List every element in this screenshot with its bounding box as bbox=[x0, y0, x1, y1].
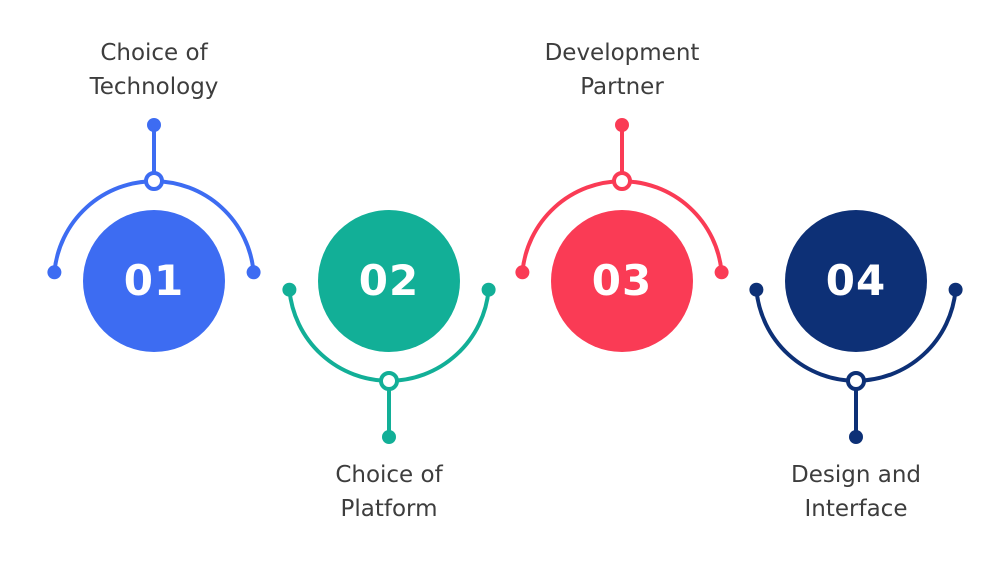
step-label: Design and Interface bbox=[739, 458, 973, 526]
step-number: 03 bbox=[591, 256, 653, 305]
arc-end-dot-left bbox=[282, 282, 297, 297]
step-label-line-2: Interface bbox=[804, 496, 908, 522]
stem-end-dot bbox=[382, 430, 396, 444]
arc-end-dot-left bbox=[515, 265, 530, 280]
stem-end-dot bbox=[615, 118, 629, 132]
step-circle: 04 bbox=[785, 210, 927, 352]
step-number: 02 bbox=[358, 256, 420, 305]
connector-ring bbox=[612, 171, 632, 191]
step-label-line-2: Technology bbox=[89, 74, 219, 100]
step-number: 01 bbox=[123, 256, 185, 305]
step-label-line-2: Partner bbox=[580, 74, 664, 100]
arc-end-dot-left bbox=[47, 265, 62, 280]
step-circle: 03 bbox=[551, 210, 693, 352]
step-label-line-2: Platform bbox=[340, 496, 438, 522]
step-circle: 01 bbox=[83, 210, 225, 352]
arc-end-dot-right bbox=[246, 265, 261, 280]
step-label-line-1: Choice of bbox=[335, 462, 443, 488]
step-label-line-1: Choice of bbox=[100, 40, 208, 66]
step-label: Development Partner bbox=[505, 36, 739, 104]
step-label-line-1: Design and bbox=[791, 462, 921, 488]
connector-ring bbox=[379, 371, 399, 391]
step-item-1: Choice of Technology 01 bbox=[37, 0, 271, 565]
step-label: Choice of Technology bbox=[37, 36, 271, 104]
step-label: Choice of Platform bbox=[272, 458, 506, 526]
step-label-line-1: Development bbox=[544, 40, 700, 66]
arc-end-dot-right bbox=[714, 265, 729, 280]
step-item-4: 04 Design and Interface bbox=[739, 0, 973, 565]
connector-ring bbox=[846, 371, 866, 391]
step-number: 04 bbox=[825, 256, 887, 305]
step-circle: 02 bbox=[318, 210, 460, 352]
arc-end-dot-right bbox=[948, 282, 963, 297]
stem-end-dot bbox=[147, 118, 161, 132]
arc-end-dot-right bbox=[481, 282, 496, 297]
step-item-3: Development Partner 03 bbox=[505, 0, 739, 565]
arc-end-dot-left bbox=[749, 282, 764, 297]
stem-end-dot bbox=[849, 430, 863, 444]
connector-ring bbox=[144, 171, 164, 191]
step-item-2: 02 Choice of Platform bbox=[272, 0, 506, 565]
